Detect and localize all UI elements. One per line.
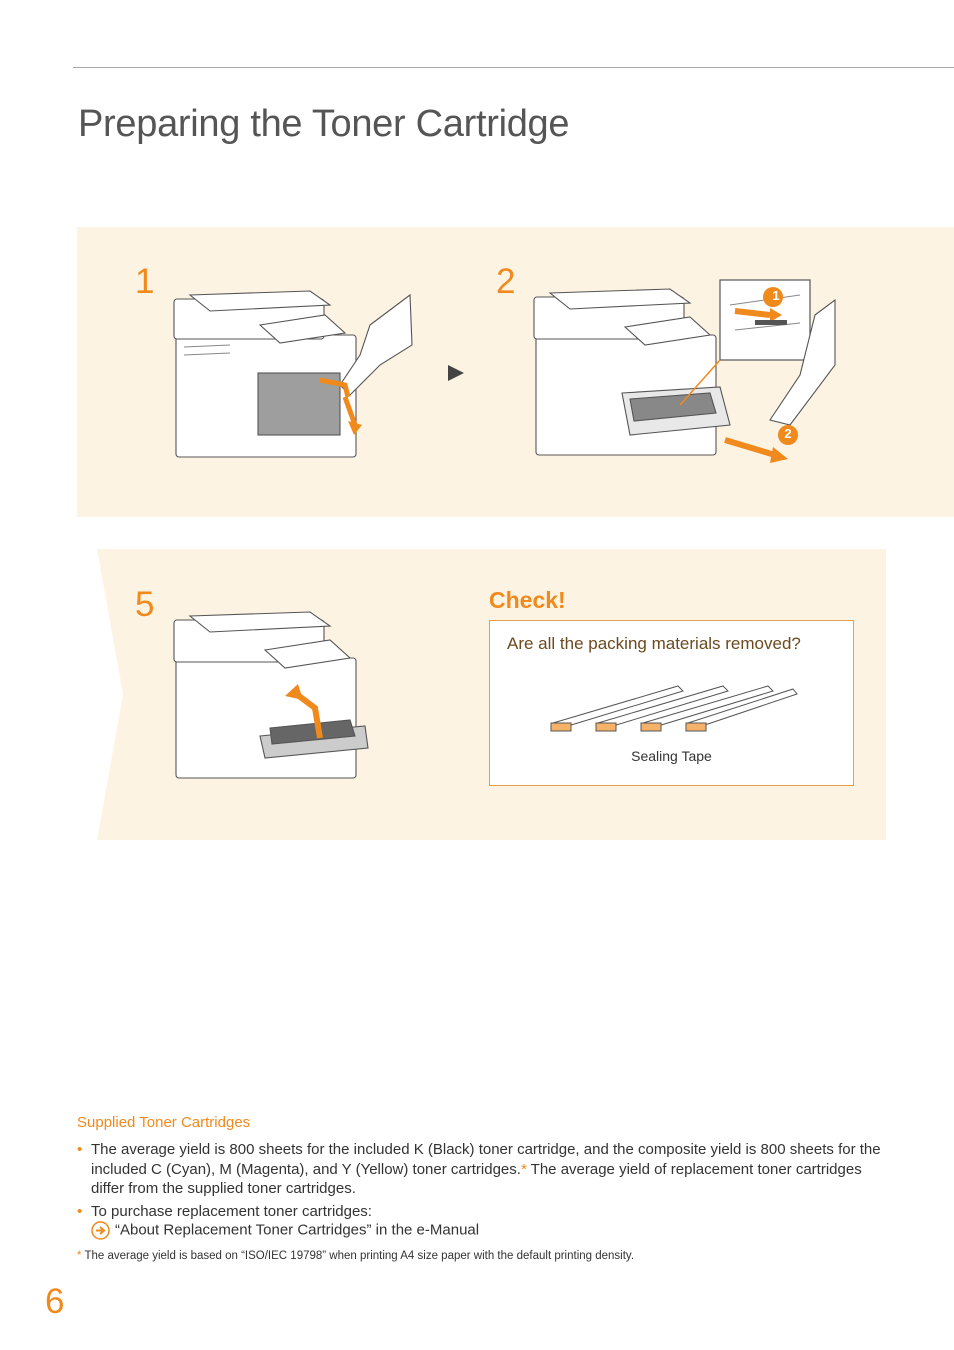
check-title: Check!	[489, 587, 566, 613]
bullet-dot: •	[77, 1141, 83, 1158]
check-box: Are all the packing materials removed? S…	[489, 620, 854, 786]
step-number-2: 2	[496, 262, 516, 301]
printer-open-cover-illustration	[173, 290, 413, 458]
notes-heading: Supplied Toner Cartridges	[77, 1114, 251, 1131]
page-number: 6	[45, 1282, 65, 1321]
note-bullet-1-text: The average yield is 800 sheets for the …	[91, 1141, 881, 1197]
footnote: * The average yield is based on “ISO/IEC…	[77, 1250, 635, 1262]
chevron-divider	[77, 549, 123, 840]
callout-2: 2	[784, 426, 792, 441]
step-number-1: 1	[135, 262, 155, 301]
printer-pull-drawer-illustration	[533, 279, 836, 463]
bullet-dot: •	[77, 1203, 83, 1220]
step-number-5: 5	[135, 585, 155, 624]
asterisk-mark: *	[520, 1160, 527, 1178]
note-bullet-2-text: To purchase replacement toner cartridges…	[91, 1203, 372, 1220]
callout-1: 1	[772, 288, 780, 303]
top-rule	[73, 67, 954, 68]
sealing-tape-caption: Sealing Tape	[631, 748, 712, 764]
check-question: Are all the packing materials removed?	[507, 634, 801, 653]
e-manual-reference-text: “About Replacement Toner Cartridges” in …	[115, 1221, 480, 1239]
e-manual-reference[interactable]: “About Replacement Toner Cartridges” in …	[91, 1221, 479, 1240]
printer-close-drawer-illustration	[173, 611, 369, 779]
next-step-arrow-icon	[448, 365, 464, 381]
page-title: Preparing the Toner Cartridge	[78, 103, 570, 146]
sealing-tape-illustration	[550, 685, 798, 732]
arrow-right-circle-icon	[91, 1221, 110, 1240]
